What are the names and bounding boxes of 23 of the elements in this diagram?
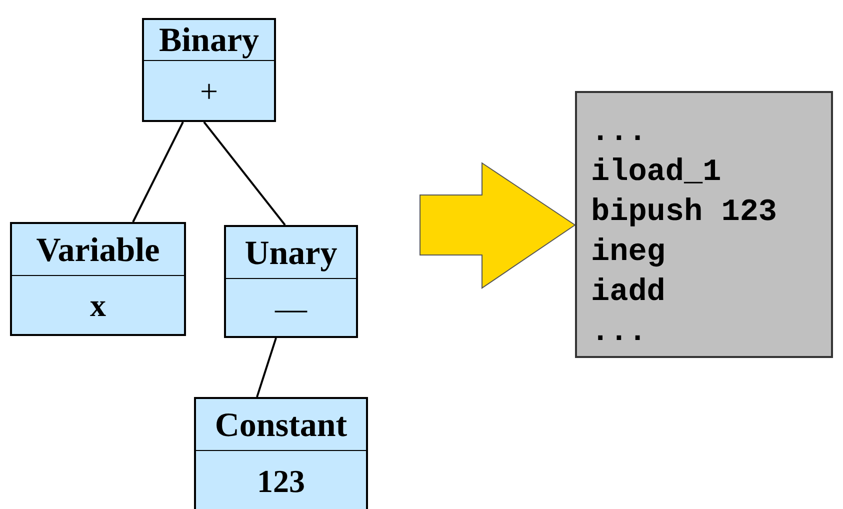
tree-node-box — [10, 222, 186, 336]
code-line: ineg — [591, 234, 666, 272]
code-line: bipush 123 — [591, 194, 778, 232]
code-line: iload_1 — [591, 154, 722, 192]
block-arrow — [420, 162, 576, 289]
node-value: 123 — [257, 463, 305, 500]
node-title: Constant — [214, 406, 348, 444]
node-title: Unary — [244, 234, 338, 272]
node-value: x — [90, 287, 106, 324]
node-value: — — [275, 290, 307, 326]
tree-node-box — [224, 225, 358, 338]
code-line: ... — [591, 314, 648, 352]
connector-line — [203, 121, 286, 226]
tree-node-box — [142, 18, 276, 122]
node-value: + — [200, 72, 218, 110]
node-title: Variable — [36, 232, 160, 270]
code-line: ... — [591, 114, 648, 152]
connector-line — [132, 122, 184, 222]
code-line: iadd — [591, 274, 666, 312]
code-box — [575, 91, 833, 358]
tree-node-box — [194, 397, 368, 509]
connector-line — [256, 338, 277, 398]
node-title: Binary — [158, 22, 260, 60]
